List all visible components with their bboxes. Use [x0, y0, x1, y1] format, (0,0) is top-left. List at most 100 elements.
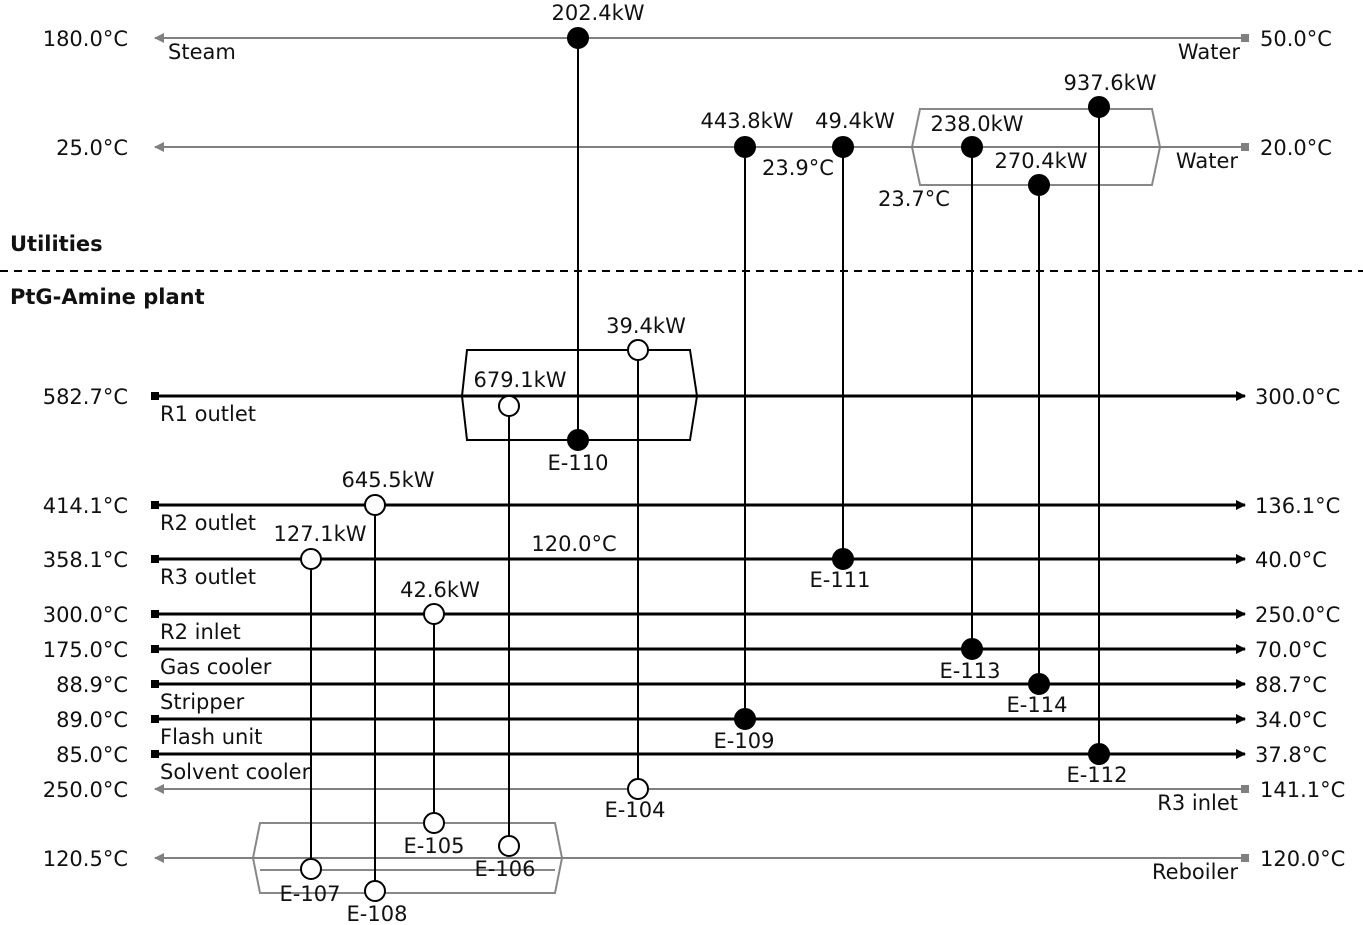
- exchanger-node-top-E-110: [567, 27, 589, 49]
- exchangers-layer: 202.4kW E-110 49.4kW E-111 443.8kW E-109 238.0…: [273, 1, 1156, 925]
- exchanger-duty-E-107: 127.1kW: [273, 522, 366, 546]
- stream-name-reb: Reboiler: [1152, 860, 1238, 884]
- stream-name-steam: Steam: [168, 40, 236, 64]
- stream-outlet-temp-r1: 300.0°C: [1255, 385, 1340, 409]
- stream-inlet-temp-reb: 120.0°C: [1260, 847, 1345, 871]
- exchanger-node-bottom-E-108: [364, 880, 386, 902]
- exchanger-node-top-E-105: [423, 603, 445, 625]
- exchanger-tag-E-104: E-104: [605, 798, 666, 822]
- stream-start-marker-r2o: [151, 501, 159, 509]
- exchanger-duty-E-110: 202.4kW: [551, 1, 644, 25]
- stream-inlet-temp-r2o: 414.1°C: [43, 494, 128, 518]
- stream-outlet-temp-solv: 37.8°C: [1255, 743, 1327, 767]
- exchanger-duty-E-114: 270.4kW: [994, 149, 1087, 173]
- stream-name-r1: R1 outlet: [160, 402, 256, 426]
- exchanger-duty-E-109: 443.8kW: [700, 109, 793, 133]
- stream-start-marker-strip: [151, 680, 159, 688]
- stream-name-strip: Stripper: [160, 690, 245, 714]
- intermediate-temp-E-111: 23.9°C: [762, 156, 834, 180]
- exchanger-node-bottom-E-104: [627, 778, 649, 800]
- exchanger-tag-E-110: E-110: [548, 451, 609, 475]
- stream-start-marker-r1: [151, 392, 159, 400]
- stream-inlet-temp-r3i: 141.1°C: [1260, 778, 1345, 802]
- stream-start-marker-reb: [1241, 854, 1249, 862]
- stream-outlet-temp-r3i: 250.0°C: [43, 778, 128, 802]
- stream-name-solv: Solvent cooler: [160, 760, 311, 784]
- exchanger-tag-E-112: E-112: [1067, 763, 1128, 787]
- exchanger-tag-E-105: E-105: [404, 834, 465, 858]
- exchanger-tag-E-108: E-108: [347, 902, 408, 925]
- intermediate-temp-E-113: 23.7°C: [878, 187, 950, 211]
- stream-outlet-temp-cw: 25.0°C: [56, 136, 128, 160]
- stream-outlet-temp-r2o: 136.1°C: [1255, 494, 1340, 518]
- exchanger-node-top-E-104: [627, 339, 649, 361]
- exchanger-tag-E-111: E-111: [810, 568, 871, 592]
- stream-outlet-temp-r3o: 40.0°C: [1255, 548, 1327, 572]
- exchanger-tag-E-109: E-109: [714, 729, 775, 753]
- exchanger-node-top-E-113: [961, 136, 983, 158]
- exchanger-duty-E-111: 49.4kW: [815, 109, 895, 133]
- exchanger-duty-E-106: 679.1kW: [473, 368, 566, 392]
- stream-start-marker-solv: [151, 750, 159, 758]
- exchanger-node-top-E-109: [734, 136, 756, 158]
- exchanger-node-bottom-E-113: [961, 638, 983, 660]
- stream-inlet-temp-solv: 85.0°C: [56, 743, 128, 767]
- exchanger-node-top-E-108: [364, 494, 386, 516]
- plant-section-label: PtG-Amine plant: [10, 285, 205, 309]
- stream-name-r3i: R3 inlet: [1157, 791, 1238, 815]
- exchanger-node-bottom-E-105: [423, 812, 445, 834]
- intermediate-temps-layer: 23.9°C 23.7°C 120.0°C: [531, 156, 950, 556]
- stream-name-gas: Gas cooler: [160, 655, 272, 679]
- exchanger-node-bottom-E-106: [498, 835, 520, 857]
- stream-start-marker-gas: [151, 645, 159, 653]
- exchanger-node-bottom-E-109: [734, 708, 756, 730]
- stream-inlet-temp-r1: 582.7°C: [43, 385, 128, 409]
- exchanger-node-bottom-E-111: [832, 548, 854, 570]
- exchanger-node-bottom-E-110: [567, 429, 589, 451]
- exchanger-duty-E-104: 39.4kW: [606, 314, 686, 338]
- stream-inlet-temp-r3o: 358.1°C: [43, 548, 128, 572]
- stream-inlet-temp-steam: 50.0°C: [1260, 27, 1332, 51]
- stream-start-marker-flash: [151, 715, 159, 723]
- stream-inlet-temp-strip: 88.9°C: [56, 673, 128, 697]
- exchanger-node-top-E-107: [300, 548, 322, 570]
- stream-start-marker-r3i: [1241, 785, 1249, 793]
- exchanger-node-top-E-112: [1088, 96, 1110, 118]
- stream-start-marker-r2i: [151, 610, 159, 618]
- stream-outlet-temp-r2i: 250.0°C: [1255, 603, 1340, 627]
- stream-inlet-temp-r2i: 300.0°C: [43, 603, 128, 627]
- stream-outlet-temp-reb: 120.5°C: [43, 847, 128, 871]
- exchanger-node-top-E-111: [832, 136, 854, 158]
- stream-outlet-temp-gas: 70.0°C: [1255, 638, 1327, 662]
- exchanger-duty-E-105: 42.6kW: [400, 578, 480, 602]
- stream-inlet-temp-flash: 89.0°C: [56, 708, 128, 732]
- stream-name-cw: Water: [1176, 149, 1238, 173]
- exchanger-node-top-E-114: [1028, 174, 1050, 196]
- exchanger-node-top-E-106: [498, 395, 520, 417]
- exchanger-tag-E-106: E-106: [475, 857, 536, 881]
- stream-outlet-temp-strip: 88.7°C: [1255, 673, 1327, 697]
- exchanger-duty-E-108: 645.5kW: [341, 468, 434, 492]
- stream-outlet-temp-steam: 180.0°C: [43, 27, 128, 51]
- stream-inlet-temp-gas: 175.0°C: [43, 638, 128, 662]
- stream-name-r2i: R2 inlet: [160, 620, 241, 644]
- stream-start-marker-steam: [1241, 34, 1249, 42]
- exchanger-node-bottom-E-107: [300, 858, 322, 880]
- stream-name-r3o: R3 outlet: [160, 565, 256, 589]
- exchanger-tag-E-114: E-114: [1007, 693, 1068, 717]
- exchanger-duty-E-112: 937.6kW: [1063, 71, 1156, 95]
- exchanger-tag-E-107: E-107: [280, 882, 341, 906]
- utilities-section-label: Utilities: [10, 232, 103, 256]
- exchanger-duty-E-113: 238.0kW: [930, 112, 1023, 136]
- stream-outlet-temp-flash: 34.0°C: [1255, 708, 1327, 732]
- stream-start-marker-cw: [1241, 143, 1249, 151]
- exchanger-node-bottom-E-112: [1088, 743, 1110, 765]
- stream-name-steam-water: Water: [1178, 40, 1240, 64]
- stream-inlet-temp-cw: 20.0°C: [1260, 136, 1332, 160]
- exchanger-node-bottom-E-114: [1028, 673, 1050, 695]
- intermediate-temp-r3o: 120.0°C: [531, 532, 616, 556]
- exchanger-tag-E-113: E-113: [940, 659, 1001, 683]
- stream-name-flash: Flash unit: [160, 725, 262, 749]
